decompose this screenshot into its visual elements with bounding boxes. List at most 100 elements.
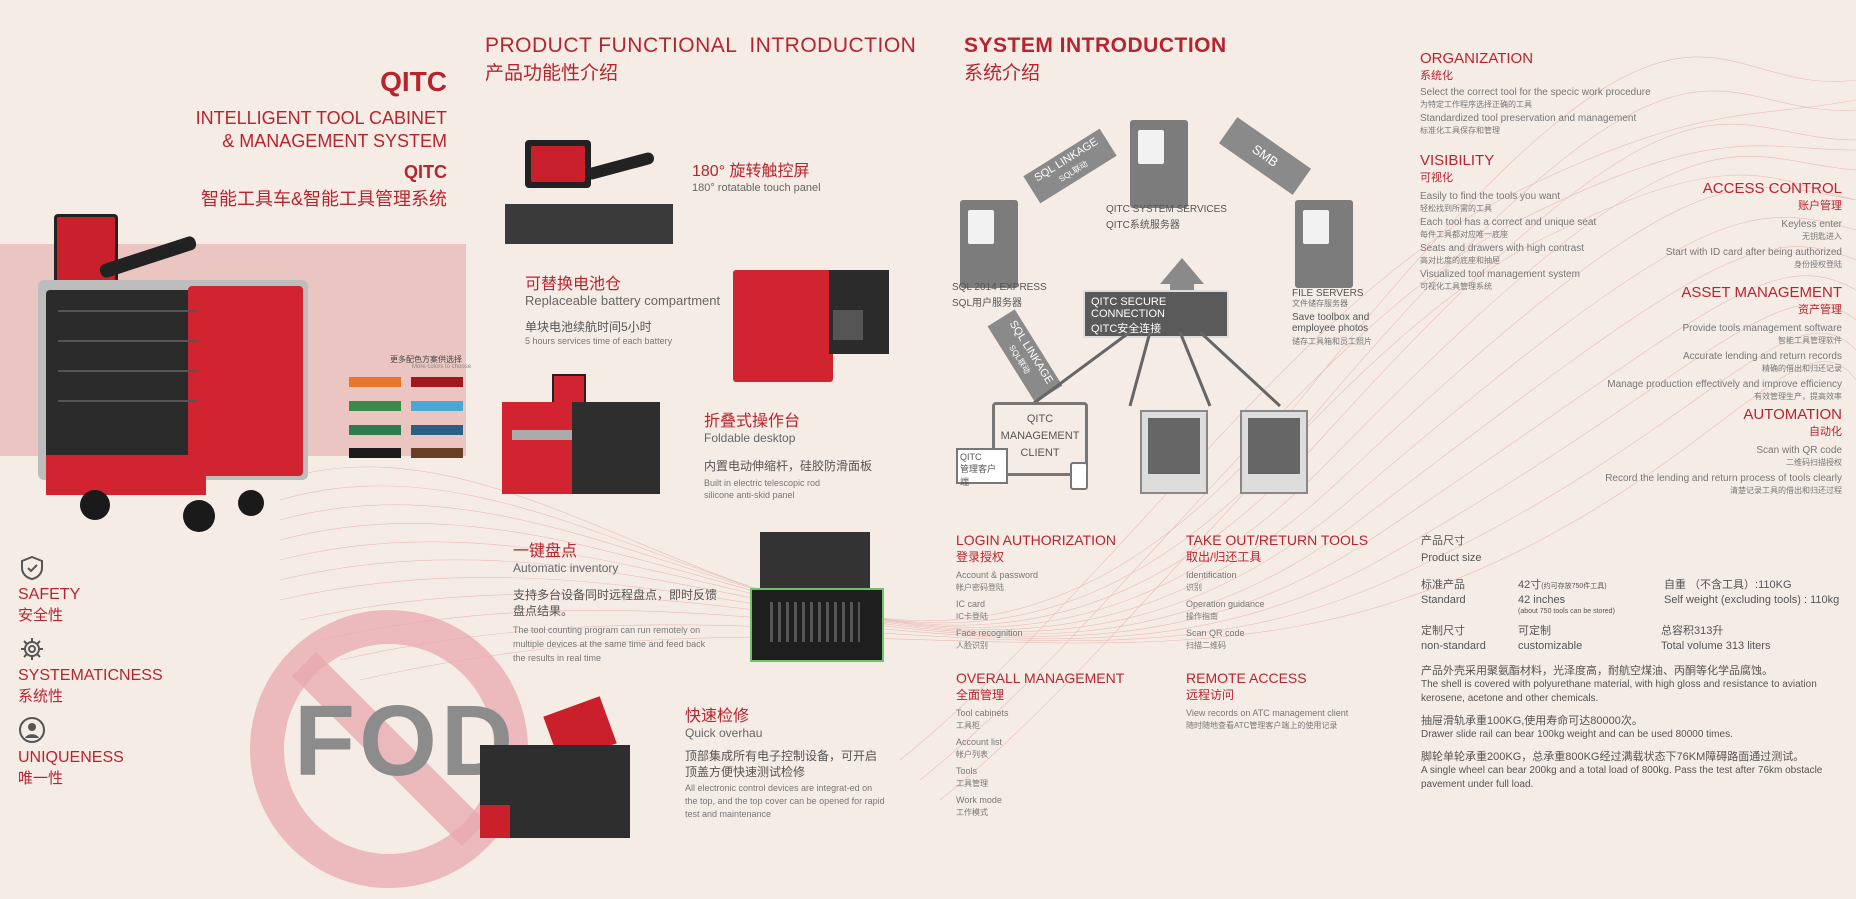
visibility-cn: 可视化 (1420, 172, 1453, 184)
asset-item1-cn: 智能工具管理软件 (1778, 336, 1842, 345)
battery-compartment-image (733, 270, 893, 382)
spec-standard-value-en-note: (about 750 tools can be stored) (1518, 608, 1615, 615)
access-title: ACCESS CONTROL (1702, 180, 1842, 197)
feature-systematicness-en: SYSTEMATICNESS (18, 667, 163, 684)
visibility-item3: Seats and drawers with high contrast (1420, 243, 1584, 254)
login-face: Face recognition (956, 628, 1023, 638)
feature-safety-en: SAFETY (18, 586, 81, 603)
asset-item2-cn: 精确的借出和归还记录 (1762, 364, 1842, 373)
takeout-identification: Identification (1186, 570, 1237, 580)
spec-shell-en: The shell is covered with polyurethane m… (1421, 679, 1817, 704)
remote-view-records-cn: 随时随地查看ATC管理客户端上的使用记录 (1186, 721, 1338, 730)
module-takeout: TAKE OUT/RETURN TOOLS 取出/归还工具 Identifica… (1186, 532, 1386, 652)
feature-uniqueness-cn: 唯一性 (18, 770, 64, 787)
swatch-black[interactable] (349, 448, 401, 458)
asset-item3: Manage production effectively and improv… (1607, 379, 1842, 390)
access-item1: Keyless enter (1781, 219, 1842, 230)
swatch-navy[interactable] (411, 425, 463, 435)
spec-custom-cn: 定制尺寸 (1421, 625, 1465, 637)
qitc-system-server-icon (1130, 120, 1188, 208)
qitc-server-label-cn: QITC系统服务器 (1106, 220, 1180, 231)
qitc-server-label-en: QITC SYSTEM SERVICES (1106, 204, 1227, 215)
asset-management-block: ASSET MANAGEMENT 资产管理 Provide tools mana… (1560, 284, 1842, 403)
module-remote-cn: 远程访问 (1186, 688, 1235, 702)
overall-account-list: Account list (956, 737, 1003, 747)
spec-wheel-en: A single wheel can bear 200kg and a tota… (1421, 765, 1823, 790)
secure-connection-up-arrow (1160, 258, 1204, 284)
brand-line1: INTELLIGENT TOOL CABINET (195, 108, 447, 128)
module-overall-title: OVERALL MANAGEMENT (956, 670, 1125, 686)
visibility-item4: Visualized tool management system (1420, 269, 1580, 280)
login-face-cn: 人脸识别 (956, 641, 988, 650)
color-options-label: 更多配色方案供选择 (390, 355, 462, 364)
visibility-title: VISIBILITY (1420, 152, 1495, 169)
module-takeout-cn: 取出/归还工具 (1186, 550, 1262, 564)
takeout-identification-cn: 识别 (1186, 583, 1202, 592)
automation-cn: 自动化 (1809, 426, 1842, 438)
system-section-title-cn: 系统介绍 (964, 63, 1041, 84)
file-server-label-cn: 文件储存服务器 (1292, 299, 1348, 308)
product-section-title-cn: 产品功能性介绍 (485, 63, 619, 84)
swatch-green[interactable] (349, 401, 401, 411)
feature-battery-desc-cn: 单块电池续航时间5小时 (525, 320, 652, 334)
takeout-guidance-cn: 操作指南 (1186, 612, 1218, 621)
module-remote: REMOTE ACCESS 远程访问 View records on ATC m… (1186, 670, 1386, 732)
visibility-item2: Each tool has a correct and unique seat (1420, 217, 1597, 228)
feature-battery-en: Replaceable battery compartment (525, 293, 721, 308)
inventory-drawer-image (740, 532, 890, 662)
feature-overhaul-cn: 快速检修 (685, 708, 750, 725)
feature-systematicness-cn: 系统性 (18, 688, 64, 705)
swatch-light-blue[interactable] (411, 401, 463, 411)
asset-item3-cn: 有效管理生产，提高效率 (1754, 392, 1842, 401)
automation-item2-cn: 清楚记录工具的借出和归还过程 (1730, 486, 1842, 495)
person-icon (19, 717, 45, 743)
spec-rail-en: Drawer slide rail can bear 100kg weight … (1421, 729, 1733, 740)
brand-line2: & MANAGEMENT SYSTEM (222, 131, 447, 151)
management-client-monitor: QITC MANAGEMENT CLIENT (992, 402, 1088, 476)
client-phone (1070, 462, 1088, 490)
spec-size-en: Product size (1421, 552, 1482, 564)
overall-tools-cn: 工具管理 (956, 779, 988, 788)
access-cn: 账户管理 (1798, 200, 1842, 212)
sql2014-label-en: SQL 2014 EXPRESS (952, 282, 1047, 293)
foldable-desktop-image (502, 374, 660, 494)
feature-foldable-en: Foldable desktop (704, 431, 796, 445)
file-server-desc-cn: 储存工具箱和员工照片 (1292, 337, 1372, 346)
swatch-dark-red[interactable] (411, 377, 463, 387)
swatch-orange[interactable] (349, 377, 401, 387)
gear-icon (21, 638, 43, 660)
organization-item2-cn: 标准化工具保存和管理 (1420, 126, 1500, 135)
automation-item1: Scan with QR code (1756, 445, 1842, 456)
spec-standard-value-en: 42 inches (1518, 594, 1566, 606)
takeout-qr: Scan QR code (1186, 628, 1245, 638)
access-item1-cn: 无钥匙进入 (1802, 232, 1842, 241)
color-options-sub: More colors to choose (412, 364, 472, 370)
login-ic-card-cn: IC卡登陆 (956, 612, 988, 621)
feature-uniqueness-en: UNIQUENESS (18, 749, 124, 766)
spec-weight-cn: 自重 （不含工具）:110KG (1664, 579, 1792, 591)
feature-battery-desc-en: 5 hours services time of each battery (525, 336, 673, 346)
organization-block: ORGANIZATION 系统化 Select the correct tool… (1420, 50, 1680, 137)
secure-connection-cn: QITC安全连接 (1091, 323, 1162, 335)
spec-volume-cn: 总容积313升 (1661, 625, 1724, 637)
feature-foldable-cn: 折叠式操作台 (704, 413, 801, 430)
feature-inventory-cn: 一键盘点 (513, 543, 578, 560)
organization-title: ORGANIZATION (1420, 50, 1534, 67)
automation-item1-cn: 二维码扫描授权 (1786, 458, 1842, 467)
asset-item2: Accurate lending and return records (1683, 351, 1842, 362)
organization-item1-cn: 为特定工作程序选择正确的工具 (1420, 100, 1532, 109)
feature-safety: SAFETY 安全性 (18, 555, 80, 625)
brand-cn: 智能工具车&智能工具管理系统 (200, 189, 447, 209)
feature-touch-panel-cn: 180° 旋转触控屏 (692, 163, 810, 180)
secure-connection-en: QITC SECURE CONNECTION (1091, 296, 1167, 320)
client-line2: MANAGEMENT (1000, 430, 1080, 442)
module-login-cn: 登录授权 (956, 550, 1005, 564)
module-login-title: LOGIN AUTHORIZATION (956, 532, 1116, 548)
product-section-title: PRODUCT FUNCTIONAL INTRODUCTION (485, 34, 917, 57)
access-item2: Start with ID card after being authorize… (1665, 247, 1842, 258)
swatch-brown[interactable] (411, 448, 463, 458)
feature-inventory-desc-cn: 支持多台设备同时远程盘点，即时反馈盘点结果。 (513, 588, 718, 618)
swatch-dark-green[interactable] (349, 425, 401, 435)
visibility-item1-cn: 轻松找到所需的工具 (1420, 204, 1492, 213)
